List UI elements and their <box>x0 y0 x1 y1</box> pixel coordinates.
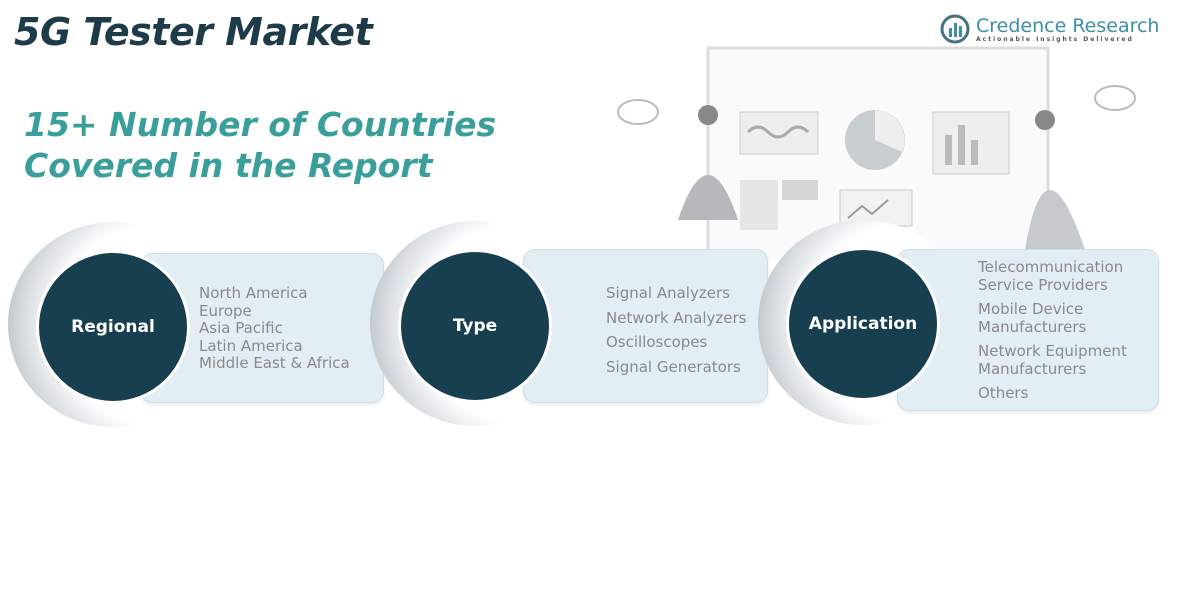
credence-logo: Credence Research Actionable Insights De… <box>940 14 1159 44</box>
regional-list: North America Europe Asia Pacific Latin … <box>199 284 350 373</box>
list-item: Europe <box>199 301 252 320</box>
list-item: North America <box>199 284 308 302</box>
application-panel <box>897 249 1159 411</box>
regional-circle: Regional <box>36 250 190 404</box>
countries-headline: 15+ Number of Countries Covered in the R… <box>24 104 496 186</box>
type-list: Signal Analyzers Network Analyzers Oscil… <box>606 281 747 379</box>
list-item: Network Analyzers <box>606 308 747 327</box>
list-item: Mobile Device Manufacturers <box>978 300 1087 336</box>
logo-name: Credence Research <box>976 14 1160 37</box>
list-item: Network Equipment Manufacturers <box>978 342 1127 378</box>
list-item: Middle East & Africa <box>199 354 350 372</box>
bar-chart-logo-icon <box>940 14 970 44</box>
logo-tagline: Actionable Insights Delivered <box>976 35 1134 43</box>
list-item: Asia Pacific <box>199 319 283 337</box>
list-item: Signal Generators <box>606 357 741 376</box>
headline-line-2: Covered in the Report <box>24 146 433 185</box>
list-item: Latin America <box>199 336 303 355</box>
list-item: Signal Analyzers <box>606 284 730 302</box>
application-circle: Application <box>786 247 940 401</box>
list-item: Telecommunication Service Providers <box>978 258 1124 294</box>
page-title: 5G Tester Market <box>14 10 373 54</box>
application-list: Telecommunication Service Providers Mobi… <box>978 258 1128 403</box>
type-circle: Type <box>398 249 552 403</box>
list-item: Others <box>978 384 1029 402</box>
type-panel <box>523 249 768 403</box>
headline-line-1: 15+ Number of Countries <box>24 105 497 144</box>
list-item: Oscilloscopes <box>606 333 708 351</box>
